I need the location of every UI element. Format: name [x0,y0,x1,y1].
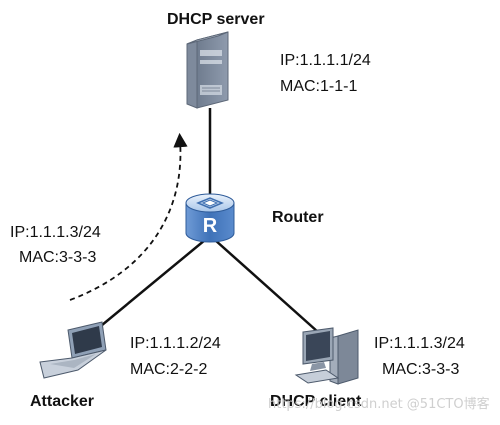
router-icon [185,193,235,243]
spoof-mac: MAC:3-3-3 [19,249,96,266]
client-mac: MAC:3-3-3 [382,361,459,378]
attacker-mac: MAC:2-2-2 [130,361,207,378]
link-router-client [214,239,319,333]
attacker-ip: IP:1.1.1.2/24 [130,335,221,352]
client-ip: IP:1.1.1.3/24 [374,335,465,352]
server-mac: MAC:1-1-1 [280,78,357,95]
desktop-pc-icon [294,327,359,385]
dashed-arrow-icon [69,132,188,301]
server-title: DHCP server [167,11,265,28]
router-glyph: R [203,215,218,237]
attacker-title: Attacker [30,393,94,410]
link-router-attacker [95,239,206,331]
server-icon [186,31,229,109]
router-title: Router [272,209,324,226]
watermark: https://blog.csdn.net @51CTO博客 [268,396,490,412]
laptop-icon [39,321,107,379]
spoof-ip: IP:1.1.1.3/24 [10,224,101,241]
server-ip: IP:1.1.1.1/24 [280,52,371,69]
client-title: DHCP client [270,393,362,410]
